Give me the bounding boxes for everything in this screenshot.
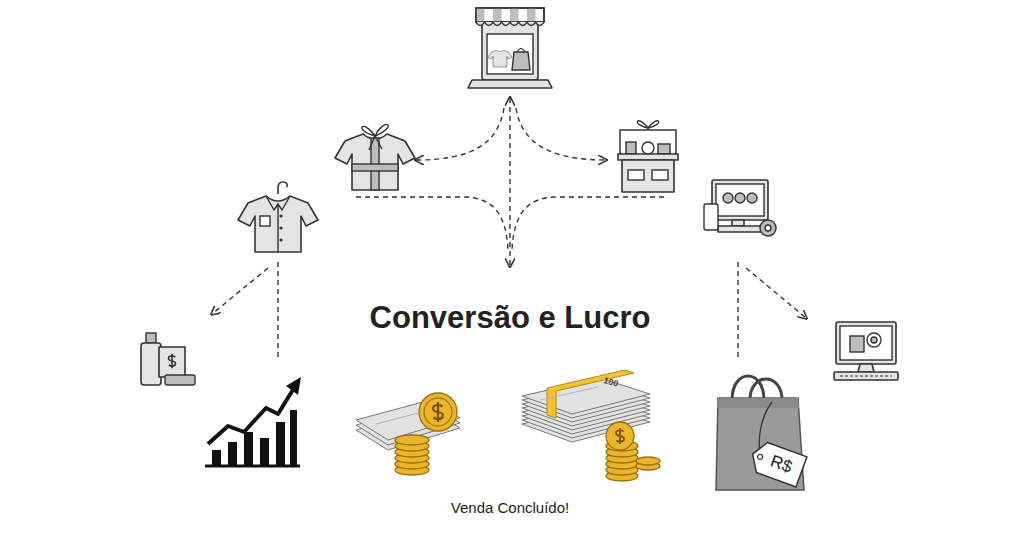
hanger-shirt-icon bbox=[238, 182, 318, 252]
devices-icon bbox=[704, 180, 776, 236]
diagram-title: Conversão e Lucro bbox=[260, 298, 760, 338]
products-icon bbox=[141, 333, 195, 385]
cash-coins-icon bbox=[356, 393, 460, 475]
computer-icon bbox=[834, 322, 898, 380]
banknote-value: 100 bbox=[597, 373, 625, 392]
flow-lines bbox=[212, 98, 806, 360]
price-tag: R$ bbox=[746, 438, 808, 488]
diagram-caption: Venda Concluído! bbox=[360, 498, 660, 518]
growth-chart-icon bbox=[205, 377, 301, 466]
bill-stack-icon bbox=[522, 370, 660, 481]
online-store-icon bbox=[468, 8, 552, 88]
gift-shirt-icon bbox=[335, 124, 415, 190]
gift-stand-icon bbox=[618, 121, 678, 192]
